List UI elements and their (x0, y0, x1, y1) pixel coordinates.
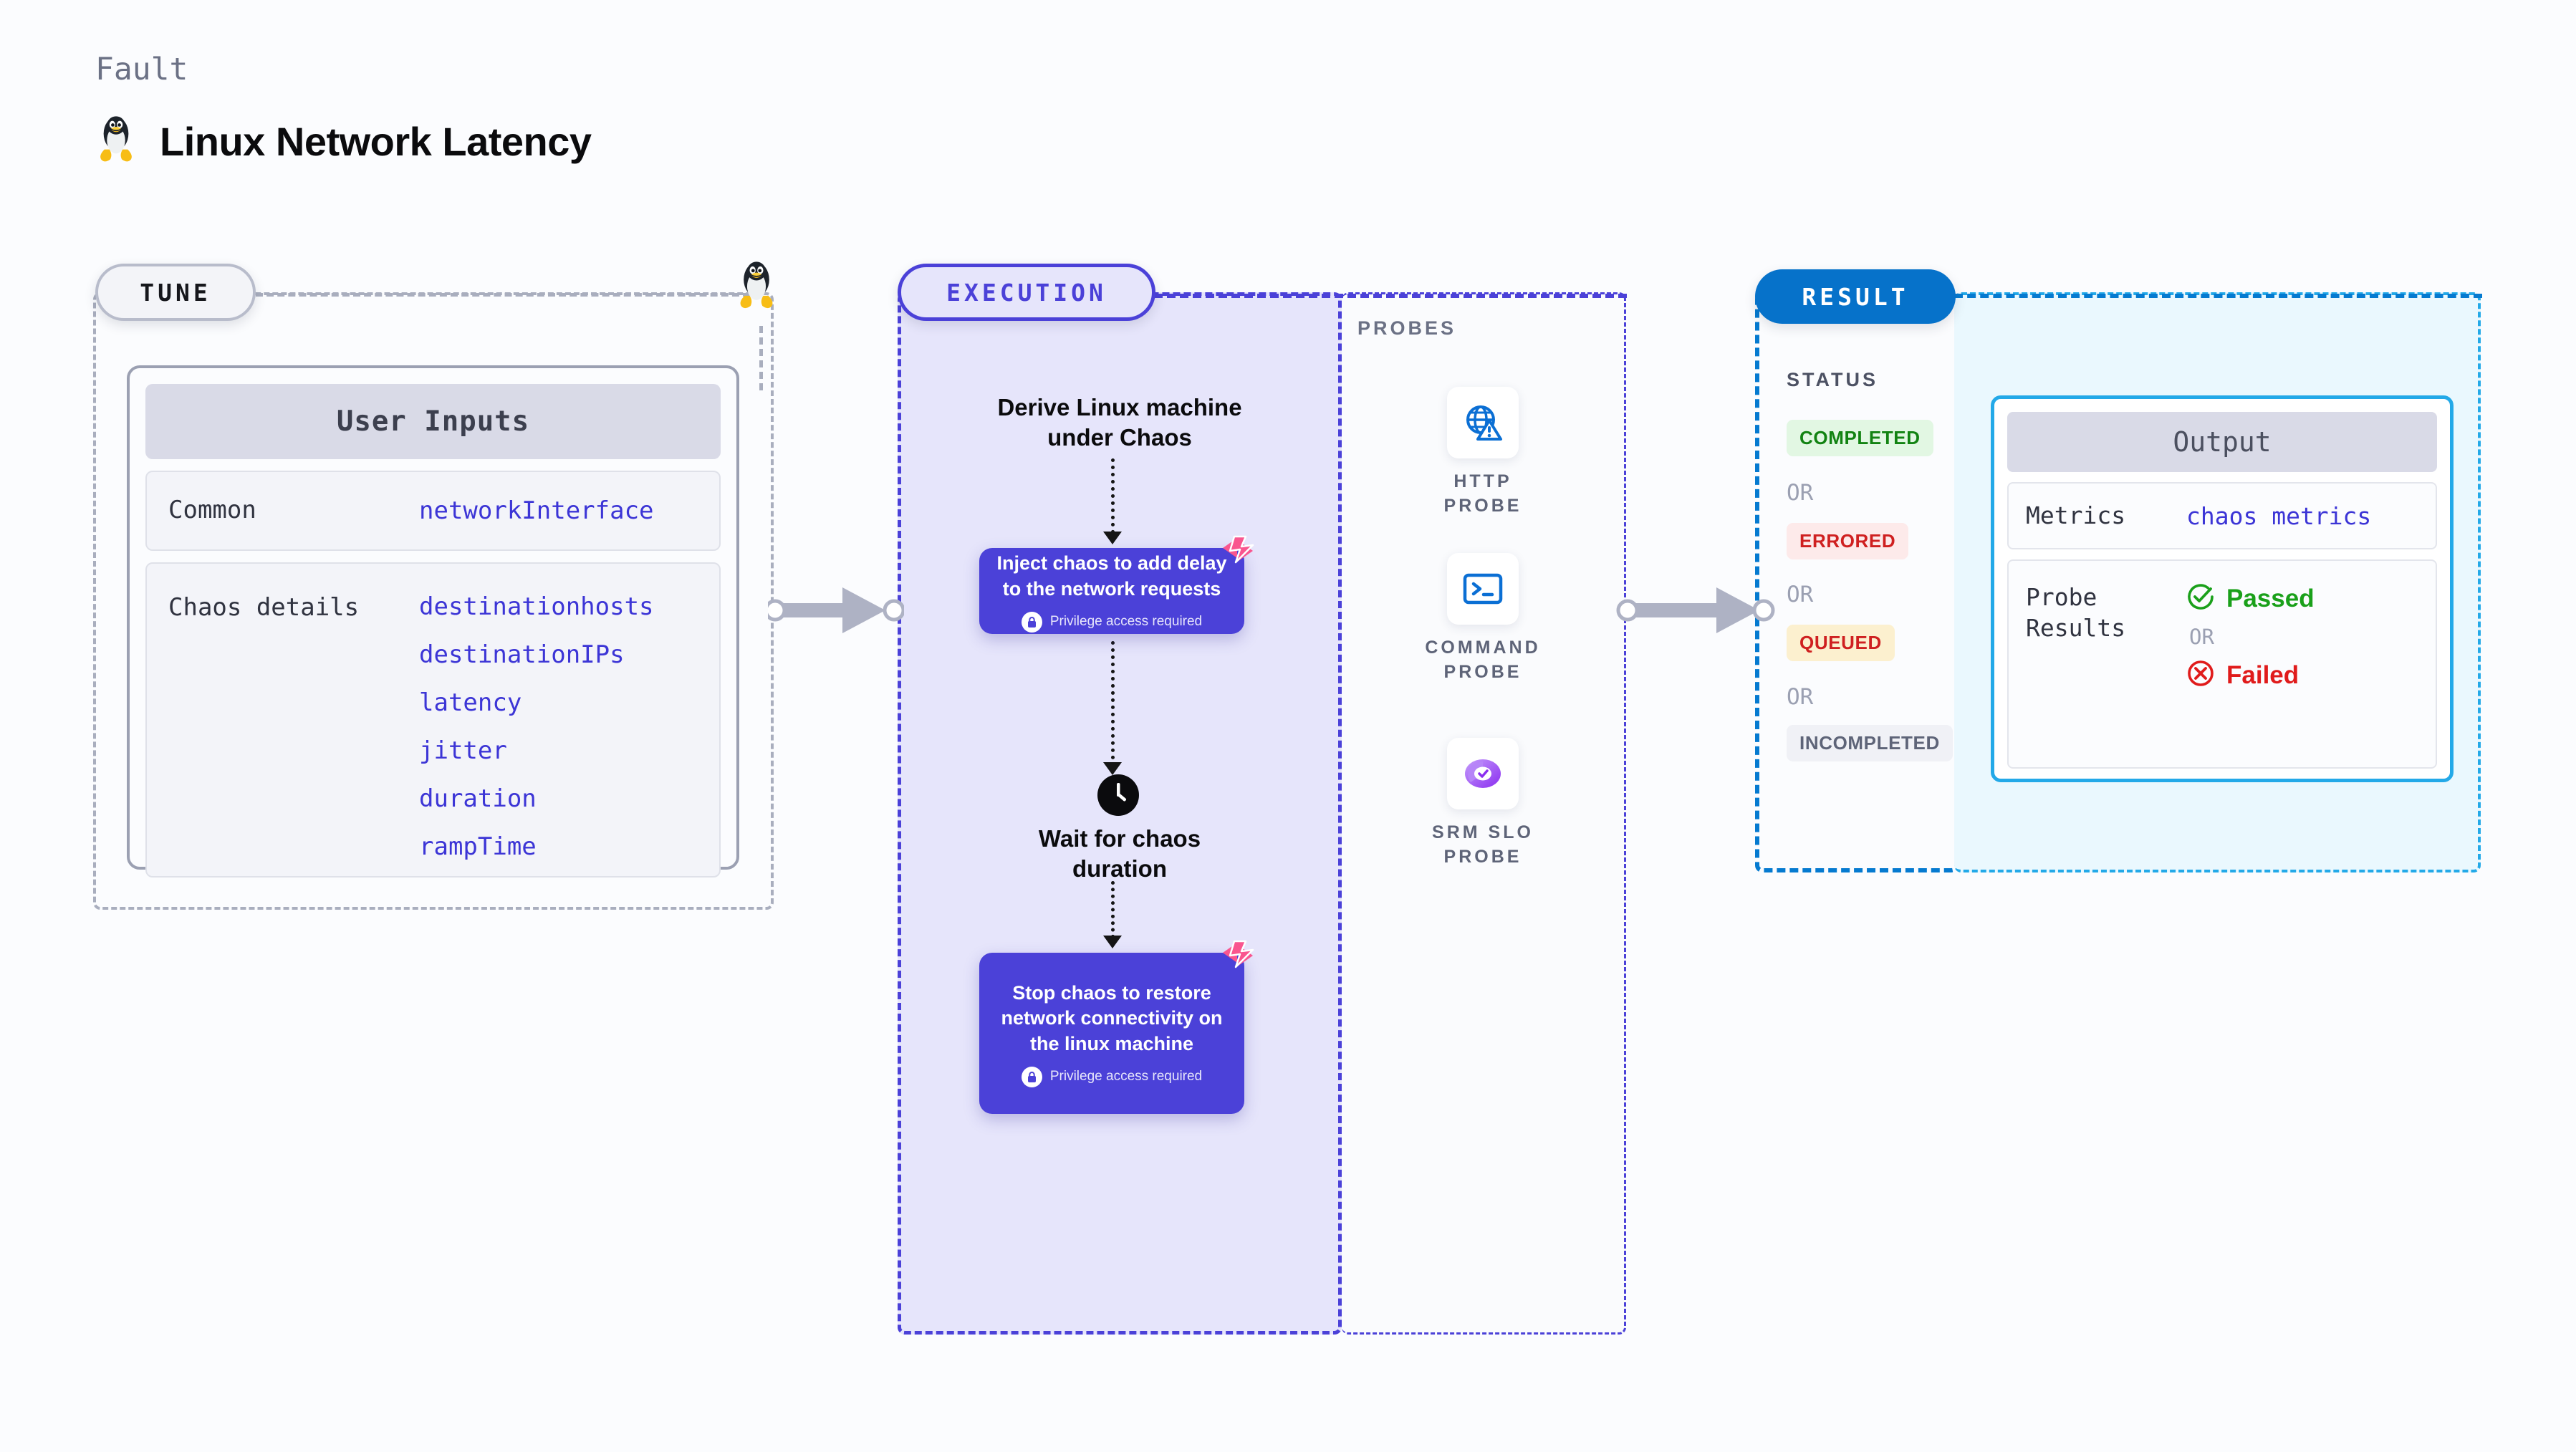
flow-connector-2 (1111, 641, 1115, 766)
action-card-text: Inject chaos to add delay to the network… (996, 552, 1227, 600)
tune-value[interactable]: destinationhosts (419, 592, 654, 621)
flow-connector-1 (1111, 458, 1115, 534)
stage-pill-tune[interactable]: TUNE (95, 264, 256, 321)
status-badge-completed: COMPLETED (1787, 420, 1933, 456)
tune-row-values: destinationhosts destinationIPs latency … (419, 592, 654, 861)
output-or-separator: OR (2189, 625, 2214, 649)
output-title: Output (2007, 412, 2437, 472)
terminal-prompt-icon (1447, 553, 1519, 625)
stage-pill-result[interactable]: RESULT (1755, 269, 1956, 324)
probes-section-label: PROBES (1357, 317, 1457, 339)
status-badge-incompleted: INCOMPLETED (1787, 725, 1953, 761)
status-or-separator: OR (1787, 684, 1814, 710)
linux-penguin-icon-small (735, 260, 778, 318)
globe-warning-icon (1447, 387, 1519, 458)
probe-result-failed: Failed (2186, 659, 2315, 691)
probe-item-srm-slo[interactable]: SRM SLO PROBE (1411, 738, 1554, 870)
user-inputs-title: User Inputs (145, 384, 721, 459)
tune-row-chaos-details: Chaos details destinationhosts destinati… (145, 562, 721, 878)
user-inputs-card: User Inputs Common networkInterface Chao… (127, 365, 739, 878)
probe-label: HTTP PROBE (1443, 471, 1522, 516)
tune-row-values: networkInterface (419, 496, 654, 525)
result-dashed-connector (1954, 294, 2482, 298)
execution-dashed-connector (1154, 294, 1627, 298)
page-title: Linux Network Latency (160, 118, 592, 164)
output-card: Output Metrics chaos metrics Probe Resul… (1991, 395, 2454, 782)
page-title-row: Linux Network Latency (95, 115, 592, 168)
tune-value[interactable]: latency (419, 688, 522, 717)
chaos-fault-badge-icon (1221, 940, 1254, 972)
output-probe-results-values: Passed OR Failed (2186, 582, 2315, 691)
page-eyebrow: Fault (95, 52, 188, 87)
tune-value[interactable]: jitter (419, 736, 507, 765)
flow-arrowhead-2 (1103, 762, 1122, 775)
probe-label: SRM SLO PROBE (1432, 822, 1534, 867)
tune-row-label: Chaos details (168, 593, 360, 622)
tune-dashed-connector (256, 293, 750, 297)
clock-icon (1097, 774, 1140, 820)
chaos-fault-badge-icon (1221, 535, 1254, 567)
result-stage-panel (1755, 292, 1958, 872)
lock-icon (1021, 611, 1042, 633)
probe-result-passed: Passed (2186, 582, 2315, 615)
status-or-separator: OR (1787, 480, 1814, 506)
arrow-tune-to-execution (764, 579, 905, 647)
tune-value[interactable]: duration (419, 784, 537, 813)
output-row-probe-results: Probe Results Passed OR (2007, 559, 2437, 769)
flow-arrowhead-1 (1103, 532, 1122, 544)
output-metrics-value[interactable]: chaos metrics (2186, 501, 2372, 530)
tune-penguin-dashed-line (759, 326, 763, 390)
lock-icon (1021, 1066, 1042, 1087)
action-card-inject-chaos[interactable]: Inject chaos to add delay to the network… (979, 535, 1254, 634)
tune-value[interactable]: rampTime (419, 832, 537, 861)
tune-row-label: Common (168, 496, 256, 525)
privilege-note-text: Privilege access required (1049, 614, 1203, 630)
action-card-text: Stop chaos to restore network connectivi… (1001, 982, 1223, 1054)
probe-item-http[interactable]: HTTP PROBE (1411, 387, 1554, 519)
status-section-label: STATUS (1787, 369, 1878, 390)
probe-item-command[interactable]: COMMAND PROBE (1411, 553, 1554, 685)
output-row-metrics: Metrics chaos metrics (2007, 482, 2437, 549)
slo-donut-check-icon (1447, 738, 1519, 809)
probe-label: COMMAND PROBE (1425, 638, 1541, 682)
status-badge-queued: QUEUED (1787, 625, 1895, 661)
probe-result-passed-text: Passed (2226, 584, 2315, 612)
tune-value[interactable]: networkInterface (419, 496, 654, 525)
action-card-stop-chaos[interactable]: Stop chaos to restore network connectivi… (979, 940, 1254, 1114)
tune-value[interactable]: destinationIPs (419, 640, 625, 669)
flow-arrowhead-3 (1103, 936, 1122, 948)
privilege-note-text: Privilege access required (1049, 1069, 1203, 1085)
flow-step-derive: Derive Linux machine under Chaos (997, 394, 1242, 451)
probe-result-failed-text: Failed (2226, 660, 2299, 689)
probes-stage-panel (1342, 292, 1626, 1335)
linux-penguin-icon (95, 115, 137, 168)
flow-connector-3 (1111, 881, 1115, 938)
output-probe-results-label: Probe Results (2026, 583, 2126, 642)
privilege-note: Privilege access required (1021, 1066, 1203, 1087)
stage-pill-execution[interactable]: EXECUTION (898, 264, 1155, 321)
check-circle-icon (2186, 582, 2215, 615)
privilege-note: Privilege access required (1021, 611, 1203, 633)
status-or-separator: OR (1787, 582, 1814, 607)
status-badge-errored: ERRORED (1787, 523, 1909, 559)
arrow-probes-to-result (1610, 579, 1775, 647)
tune-row-common: Common networkInterface (145, 471, 721, 551)
output-metrics-label: Metrics (2026, 501, 2126, 529)
flow-step-wait: Wait for chaos duration (1038, 825, 1201, 883)
x-circle-icon (2186, 659, 2215, 691)
